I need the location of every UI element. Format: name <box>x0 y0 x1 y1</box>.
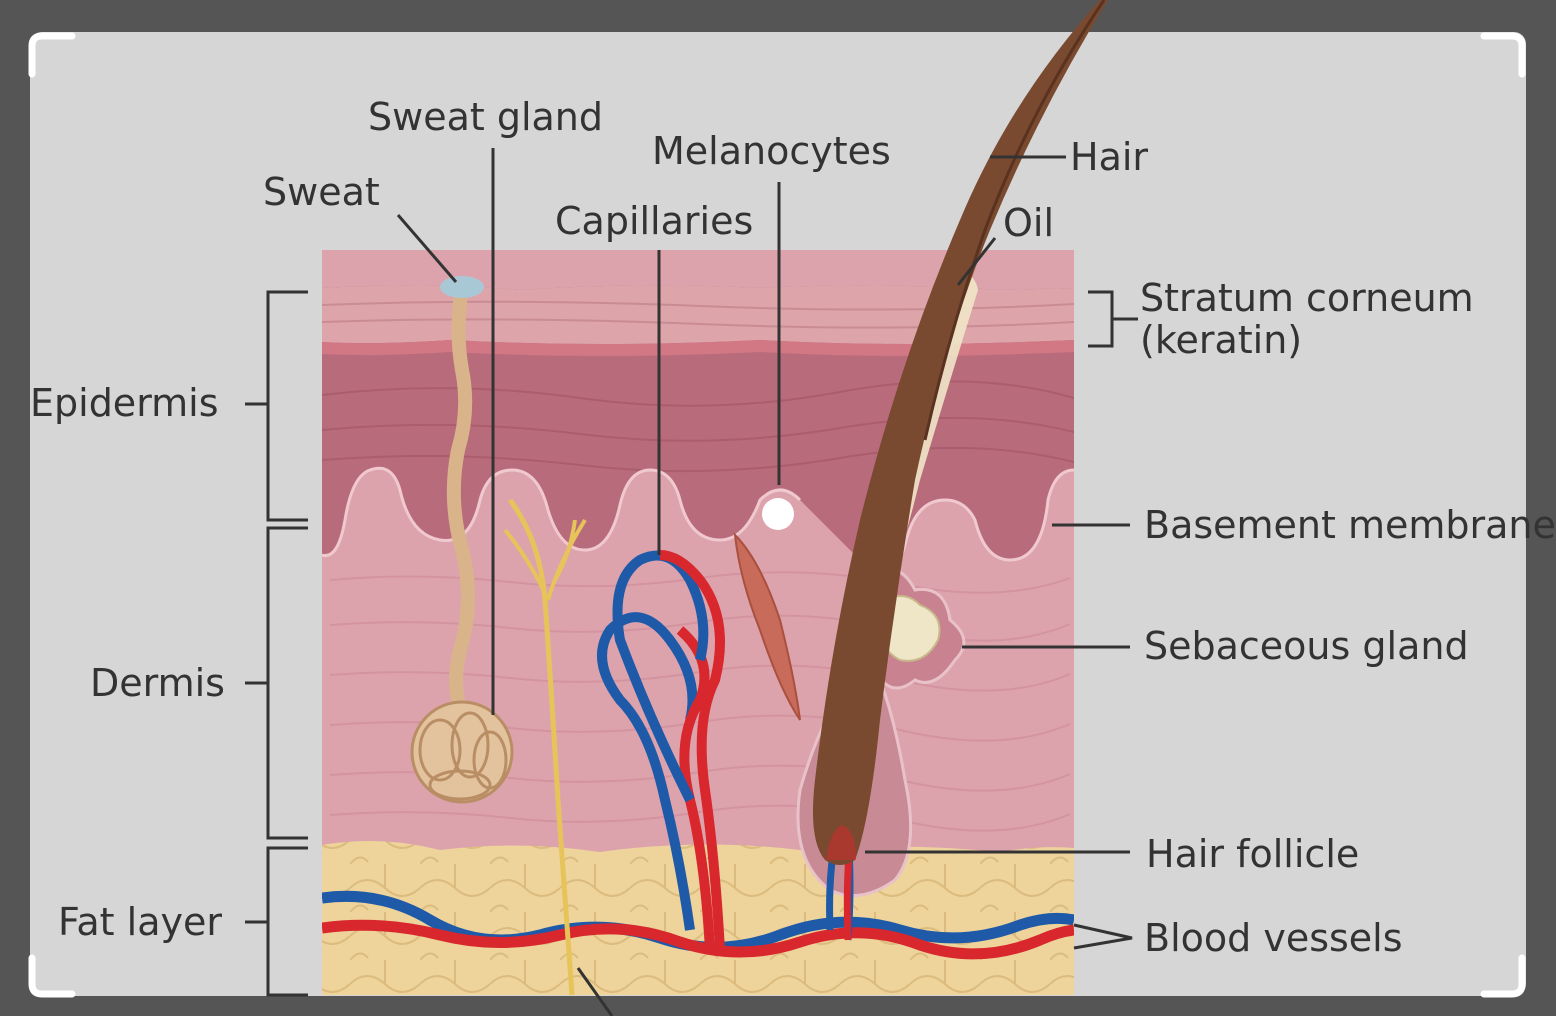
label-oil: Oil <box>1003 201 1054 245</box>
melanocyte-dot <box>762 498 794 530</box>
label-sebaceous-gland: Sebaceous gland <box>1144 624 1469 668</box>
label-blood-vessels: Blood vessels <box>1144 916 1403 960</box>
label-stratum-corneum: Stratum corneum <box>1140 276 1474 320</box>
label-sweat: Sweat <box>263 170 380 214</box>
label-epidermis: Epidermis <box>30 381 219 425</box>
tissue-block <box>322 250 1074 995</box>
label-hair: Hair <box>1070 135 1148 179</box>
label-keratin: (keratin) <box>1140 318 1302 362</box>
label-hair-follicle: Hair follicle <box>1146 832 1359 876</box>
label-fat-layer: Fat layer <box>58 900 222 944</box>
label-dermis: Dermis <box>90 661 225 705</box>
label-basement-membrane: Basement membrane <box>1144 503 1556 547</box>
label-melanocytes: Melanocytes <box>652 129 891 173</box>
sweat-droplet <box>440 276 484 298</box>
label-capillaries: Capillaries <box>555 199 753 243</box>
sweat-gland-coil <box>412 702 512 802</box>
label-sweat-gland: Sweat gland <box>368 95 603 139</box>
